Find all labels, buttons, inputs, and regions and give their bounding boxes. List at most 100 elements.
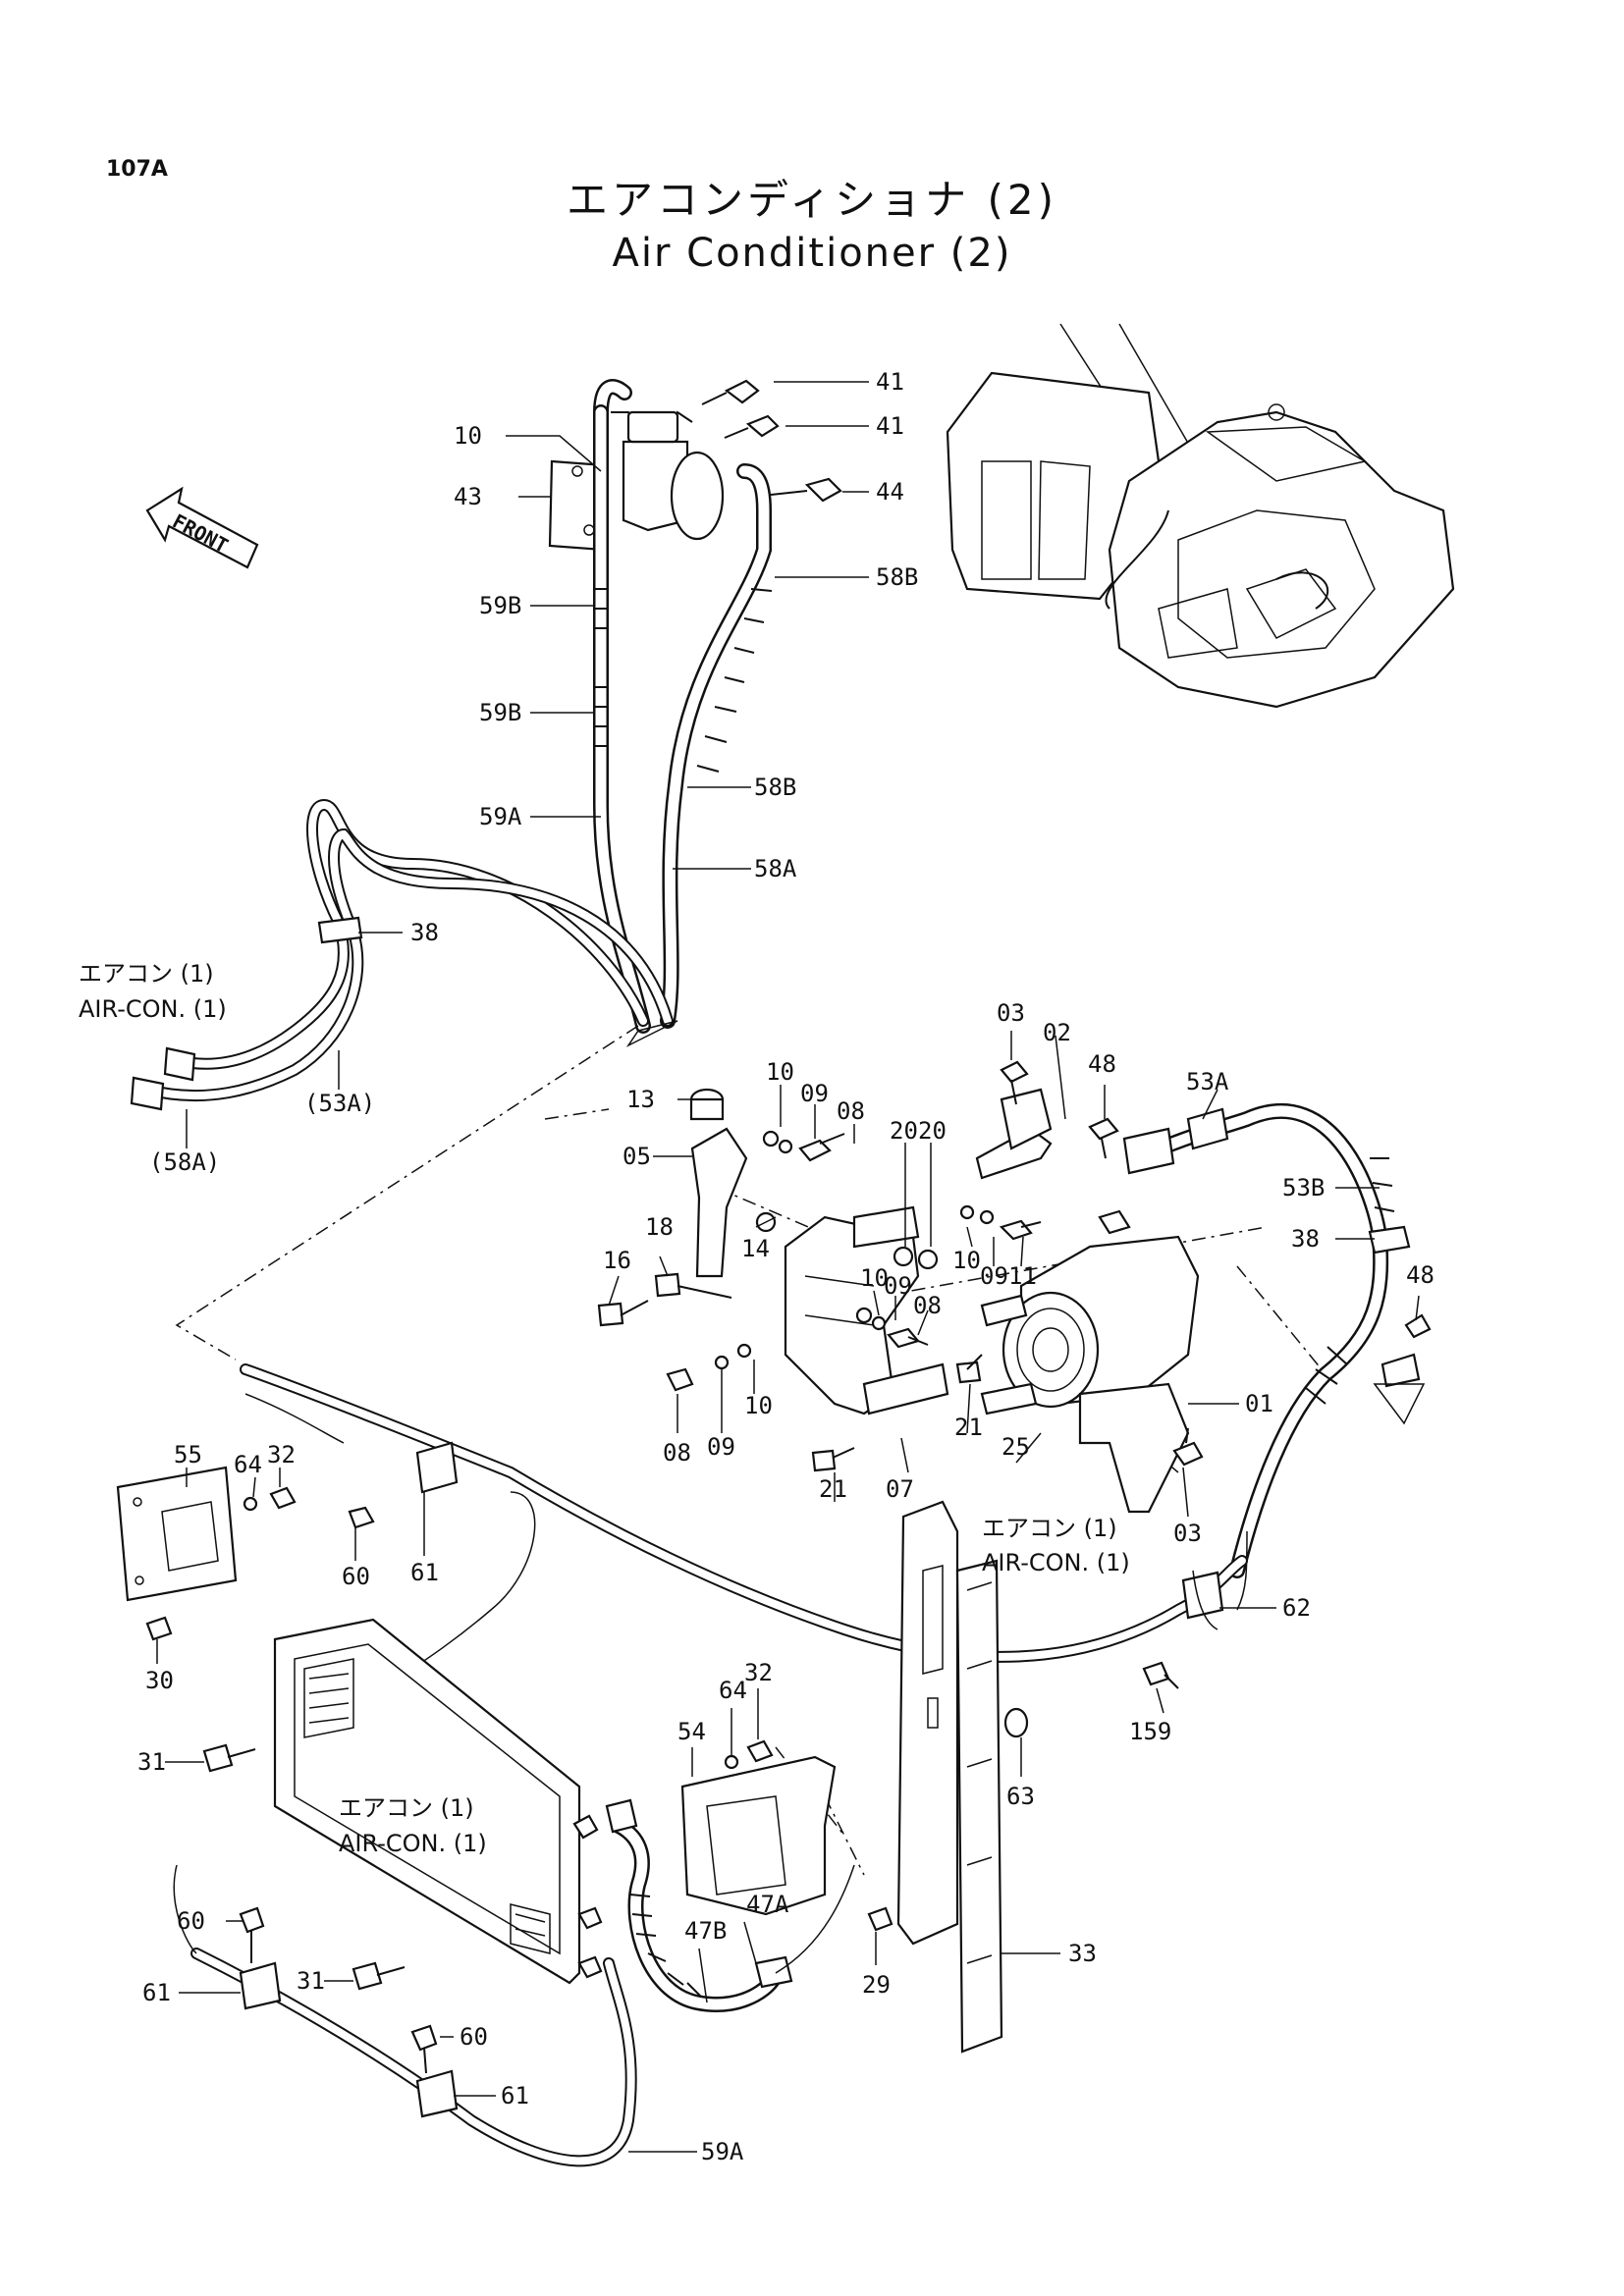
callout-label: 10	[744, 1392, 773, 1419]
callout-label: 47B	[684, 1917, 727, 1945]
reference-notes: エアコン (1) AIR-CON. (1) エアコン (1) AIR-CON. …	[79, 960, 1130, 1857]
callout-label: 33	[1068, 1940, 1097, 1967]
hoses-47a-47b	[605, 1798, 855, 2012]
callout-label: 13	[626, 1086, 655, 1113]
condenser-unit	[202, 1618, 603, 1991]
note-aircon-en-condenser: AIR-CON. (1)	[339, 1830, 487, 1857]
callout-label: 61	[410, 1559, 439, 1586]
pipe-59a-lower	[173, 1864, 637, 2167]
callout-label: 53A	[1186, 1068, 1229, 1095]
bolt-41-lower-icon	[724, 414, 780, 439]
callout-label: 11	[1008, 1262, 1037, 1290]
hoses-53a-53b-right	[1122, 1103, 1432, 1578]
callout-label: 53B	[1282, 1174, 1325, 1201]
pipes-53a-58a-left	[130, 798, 678, 1111]
callout-label: 10	[860, 1264, 889, 1292]
callout-label: 59A	[479, 803, 522, 830]
front-arrow-icon: FRONT	[145, 486, 259, 569]
callout-label: 09	[884, 1272, 912, 1300]
note-aircon-jp-left: エアコン (1)	[79, 960, 214, 988]
condenser-pipe-horizontal	[240, 1363, 1248, 1729]
callout-label: 10	[766, 1058, 794, 1086]
note-aircon-jp-condenser: エアコン (1)	[339, 1794, 474, 1822]
bolt-44-icon	[770, 477, 842, 503]
callout-label: 10	[454, 422, 482, 450]
callout-label: 08	[913, 1292, 942, 1319]
callout-label: 29	[862, 1971, 891, 1999]
callout-label: 48	[1406, 1261, 1435, 1289]
callout-label: 38	[410, 919, 439, 946]
callout-label: 44	[876, 478, 904, 506]
callout-label: 20	[918, 1117, 947, 1145]
callout-label: 09	[980, 1262, 1008, 1290]
callout-label: 48	[1088, 1050, 1116, 1078]
callout-label: 32	[267, 1441, 296, 1468]
callout-label: 14	[741, 1235, 770, 1262]
page-code: 107A	[106, 157, 168, 182]
callout-label: 59A	[701, 2138, 744, 2165]
callout-label: 05	[623, 1143, 651, 1170]
callout-leader-lines	[156, 381, 1420, 2153]
callout-label: 47A	[746, 1891, 789, 1918]
note-aircon-en-right: AIR-CON. (1)	[982, 1549, 1130, 1576]
callout-label: 55	[174, 1441, 202, 1468]
callout-label: 60	[460, 2023, 488, 2051]
callout-label: 08	[837, 1097, 865, 1125]
callout-label: 58A	[754, 855, 797, 882]
callout-label: 159	[1129, 1718, 1171, 1745]
bracket-54	[680, 1739, 893, 1932]
callout-label: 58B	[754, 774, 796, 801]
callout-label: 31	[137, 1748, 166, 1776]
callout-label: 08	[663, 1439, 691, 1467]
side-panel-33	[896, 1500, 1248, 2054]
callout-label: 32	[744, 1659, 773, 1686]
callout-label: 03	[1173, 1520, 1202, 1547]
bracket-55	[116, 1466, 375, 1641]
compressor-bracket-group	[597, 1088, 1042, 1472]
callout-label: 18	[645, 1213, 674, 1241]
callout-label: 64	[719, 1677, 747, 1704]
callout-label: 59B	[479, 592, 521, 619]
note-aircon-jp-right: エアコン (1)	[982, 1515, 1117, 1542]
callout-label: 38	[1291, 1225, 1320, 1253]
callout-label: 64	[234, 1451, 262, 1478]
callout-label: 43	[454, 483, 482, 510]
receiver-dryer-assembly	[548, 379, 842, 552]
callout-label: (58A)	[149, 1148, 220, 1176]
callout-label: 60	[177, 1907, 205, 1935]
callout-label: 62	[1282, 1594, 1311, 1622]
callout-label: 10	[952, 1247, 981, 1274]
callout-label: 59B	[479, 699, 521, 726]
compressor-unit	[975, 1060, 1204, 1514]
callout-label: 09	[800, 1080, 829, 1107]
callout-label: 58B	[876, 563, 918, 591]
callout-label: 61	[142, 1979, 171, 2006]
callout-label: 20	[890, 1117, 918, 1145]
callout-label: 03	[997, 999, 1025, 1027]
callout-label: 54	[677, 1718, 706, 1745]
callout-labels: 41 41 10 43 44 59B 58B 59B 58B 59A 58A 3…	[137, 368, 1435, 2165]
callout-label: 21	[954, 1414, 983, 1441]
callout-label: (53A)	[304, 1090, 375, 1117]
page-title-english: Air Conditioner (2)	[612, 231, 1012, 276]
bolt-41-upper-icon	[701, 379, 760, 405]
callout-label: 25	[1001, 1433, 1030, 1461]
callout-label: 21	[819, 1475, 847, 1503]
callout-label: 01	[1245, 1390, 1273, 1417]
callout-label: 30	[145, 1667, 174, 1694]
callout-label: 41	[876, 368, 904, 396]
callout-label: 09	[707, 1433, 735, 1461]
callout-label: 63	[1006, 1783, 1035, 1810]
excavator-inset-illustration	[946, 323, 1455, 709]
callout-label: 02	[1043, 1019, 1071, 1046]
callout-label: 41	[876, 412, 904, 440]
note-aircon-en-left: AIR-CON. (1)	[79, 995, 227, 1023]
callout-label: 61	[501, 2082, 529, 2109]
callout-label: 31	[297, 1967, 325, 1995]
callout-label: 16	[603, 1247, 631, 1274]
callout-label: 60	[342, 1563, 370, 1590]
page-title-japanese: エアコンディショナ (2)	[567, 176, 1057, 224]
callout-label: 07	[886, 1475, 914, 1503]
